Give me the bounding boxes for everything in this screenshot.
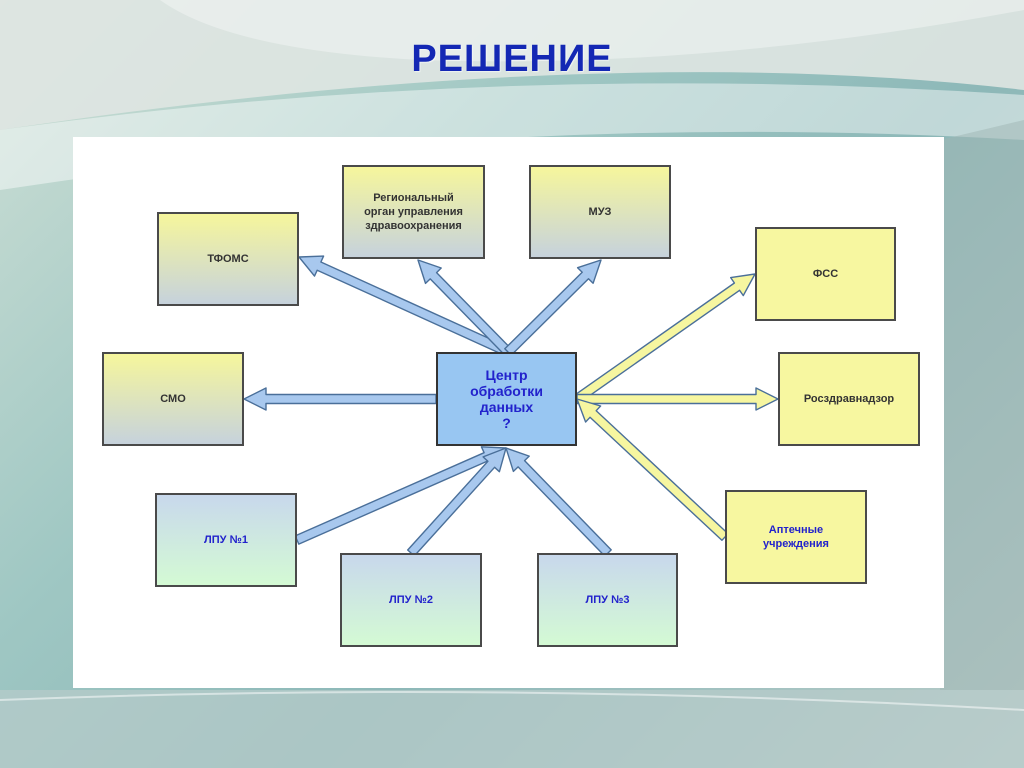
arrow-to-roszdravnadzor [576, 387, 779, 411]
node-roszdravnadzor: Росздравнадзор [778, 352, 920, 446]
node-lpu-2: ЛПУ №2 [340, 553, 482, 647]
node-regional-line-3: здравоохранения [365, 220, 462, 233]
arrow-to-muz [504, 259, 602, 356]
node-fss: ФСС [755, 227, 896, 321]
center-line-1: Центр [485, 366, 528, 383]
arrow-to-smo [243, 387, 437, 411]
node-lpu-3: ЛПУ №3 [537, 553, 678, 647]
node-roszdravnadzor-label: Росздравнадзор [803, 392, 895, 405]
arrow-to-tfoms [298, 255, 511, 357]
arrow-from-lpu-1 [294, 446, 507, 545]
arrow-layer [243, 255, 779, 557]
node-regional-health-authority: Региональный орган управления здравоохра… [342, 165, 485, 259]
node-lpu-3-label: ЛПУ №3 [585, 593, 630, 606]
arrow-to-regional [417, 259, 512, 356]
node-smo-label: СМО [160, 392, 186, 405]
node-fss-label: ФСС [812, 267, 839, 280]
node-lpu-1-label: ЛПУ №1 [204, 533, 248, 546]
node-lpu-2-label: ЛПУ №2 [389, 593, 433, 606]
node-data-processing-center: Центр обработки данных ? [436, 352, 577, 446]
center-line-2: обработки [470, 382, 543, 399]
node-tfoms: ТФОМС [157, 212, 299, 306]
center-line-3: данных [479, 399, 534, 415]
node-pharmacies-line-1: Аптечные [768, 523, 824, 536]
node-smo: СМО [102, 352, 244, 446]
arrow-from-pharmacies [576, 398, 729, 541]
arrow-from-lpu-2 [407, 447, 507, 557]
arrow-from-lpu-3 [505, 447, 612, 557]
arrow-to-fss [573, 273, 756, 404]
node-pharmacies-line-2: учреждения [763, 538, 829, 550]
node-regional-line-1: Региональный [373, 191, 454, 204]
node-muz: МУЗ [529, 165, 671, 259]
node-lpu-1: ЛПУ №1 [155, 493, 297, 587]
node-tfoms-label: ТФОМС [207, 252, 249, 265]
diagram-panel: ТФОМС Региональный орган управления здра… [73, 137, 944, 688]
center-line-4: ? [502, 415, 511, 432]
slide-title: РЕШЕНИЕ [411, 38, 613, 80]
node-pharmacies: Аптечные учреждения [725, 490, 867, 584]
node-regional-line-2: орган управления [364, 205, 463, 218]
node-muz-label: МУЗ [588, 205, 612, 218]
